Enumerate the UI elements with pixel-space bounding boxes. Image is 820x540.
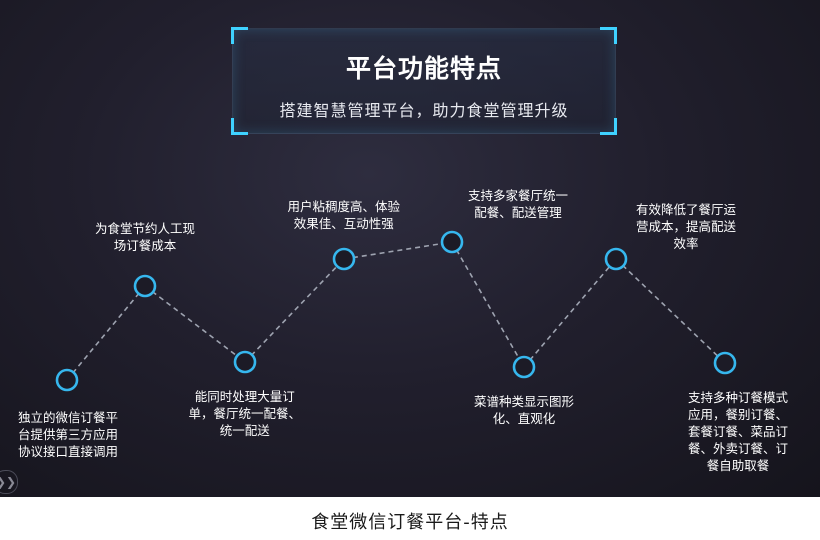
feature-label-3: 能同时处理大量订单，餐厅统一配餐、统一配送 — [189, 388, 302, 439]
feature-node-1 — [55, 368, 79, 392]
feature-label-6: 菜谱种类显示图形化、直观化 — [474, 393, 574, 427]
feature-label-line: 为食堂节约人工现 — [95, 221, 196, 236]
feature-label-line: 支持多种订餐模式 — [688, 390, 789, 405]
chevron-left-icon[interactable]: ❯❯ — [0, 470, 18, 494]
feature-label-line: 协议接口直接调用 — [18, 444, 119, 459]
feature-label-line: 支持多家餐厅统一 — [468, 188, 569, 203]
feature-label-line: 化、直观化 — [492, 411, 556, 426]
feature-label-line: 能同时处理大量订 — [194, 389, 295, 404]
connector-line — [343, 241, 453, 260]
feature-panel: 平台功能特点 搭建智慧管理平台，助力食堂管理升级 独立的微信订餐平台提供第三方应… — [0, 0, 820, 497]
corner-bracket-top-right — [600, 27, 617, 44]
feature-label-line: 用户粘稠度高、体验 — [287, 199, 401, 214]
feature-label-line: 餐自助取餐 — [706, 458, 770, 473]
feature-node-3 — [233, 350, 257, 374]
image-caption: 食堂微信订餐平台-特点 — [311, 512, 509, 533]
connector-line — [244, 258, 345, 363]
feature-label-line: 有效降低了餐厅运 — [636, 202, 737, 217]
feature-label-line: 统一配送 — [219, 423, 270, 438]
feature-node-8 — [713, 351, 737, 375]
feature-node-7 — [604, 247, 628, 271]
corner-bracket-bottom-right — [600, 118, 617, 135]
feature-label-line: 效率 — [673, 236, 699, 251]
feature-label-7: 有效降低了餐厅运营成本，提高配送效率 — [636, 201, 736, 252]
connector-line — [66, 285, 146, 381]
feature-label-line: 效果佳、互动性强 — [293, 216, 394, 231]
page-subtitle: 搭建智慧管理平台，助力食堂管理升级 — [279, 101, 569, 120]
feature-node-4 — [332, 247, 356, 271]
connector-line — [615, 258, 726, 364]
feature-label-line: 配餐、配送管理 — [474, 205, 562, 220]
feature-label-2: 为食堂节约人工现场订餐成本 — [95, 220, 195, 254]
header-box: 平台功能特点 搭建智慧管理平台，助力食堂管理升级 — [231, 27, 617, 135]
feature-label-line: 套餐订餐、菜品订 — [688, 424, 789, 439]
feature-label-line: 独立的微信订餐平 — [18, 410, 119, 425]
feature-label-8: 支持多种订餐模式应用，餐别订餐、套餐订餐、菜品订餐、外卖订餐、订餐自助取餐 — [688, 389, 788, 474]
connector-line — [144, 285, 246, 363]
feature-zigzag-diagram — [55, 230, 737, 392]
connector-line — [451, 241, 525, 368]
feature-label-line: 餐、外卖订餐、订 — [688, 441, 789, 456]
feature-label-1: 独立的微信订餐平台提供第三方应用协议接口直接调用 — [18, 409, 118, 460]
corner-bracket-top-left — [231, 27, 248, 44]
corner-bracket-bottom-left — [231, 118, 248, 135]
feature-label-4: 用户粘稠度高、体验效果佳、互动性强 — [288, 198, 401, 232]
feature-label-5: 支持多家餐厅统一配餐、配送管理 — [468, 187, 568, 221]
feature-label-line: 营成本，提高配送 — [636, 219, 737, 234]
feature-label-line: 场订餐成本 — [113, 238, 177, 253]
feature-node-5 — [440, 230, 464, 254]
feature-node-6 — [512, 355, 536, 379]
feature-node-2 — [133, 274, 157, 298]
feature-label-line: 应用，餐别订餐、 — [688, 407, 789, 422]
feature-label-line: 台提供第三方应用 — [18, 427, 119, 442]
feature-label-line: 菜谱种类显示图形 — [474, 394, 575, 409]
feature-label-line: 单，餐厅统一配餐、 — [188, 406, 302, 421]
connector-line — [523, 258, 617, 368]
page-title: 平台功能特点 — [345, 54, 502, 83]
